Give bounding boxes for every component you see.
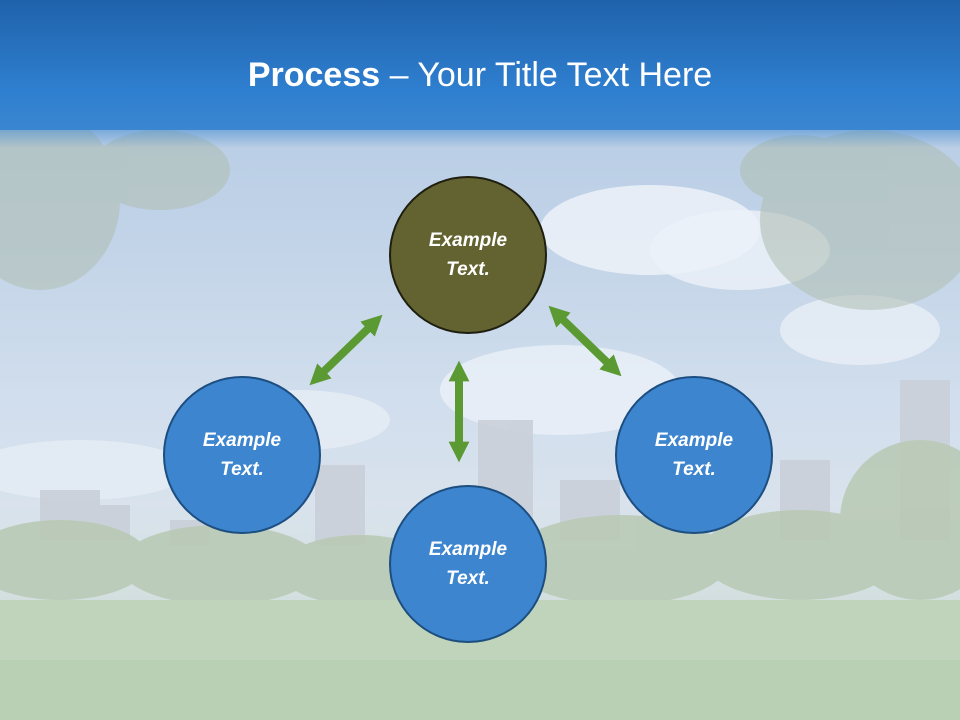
title-rest: – Your Title Text Here <box>380 56 713 94</box>
page-title: Process – Your Title Text Here <box>0 52 960 98</box>
circle-bottom: Example Text. <box>389 485 547 643</box>
circle-bottom-label: Example Text. <box>428 539 508 589</box>
circle-right-label: Example Text. <box>654 430 734 480</box>
circle-right: Example Text. <box>615 376 773 534</box>
title-bold: Process <box>247 56 381 94</box>
circle-left: Example Text. <box>163 376 321 534</box>
circle-top-label: Example Text. <box>428 230 508 280</box>
arrow-top-right <box>548 305 622 377</box>
circle-left-label: Example Text. <box>202 430 282 480</box>
title-bar <box>0 0 960 130</box>
arrow-top-left <box>309 314 383 386</box>
title-bar-fade <box>0 128 960 148</box>
circle-top: Example Text. <box>389 176 547 334</box>
